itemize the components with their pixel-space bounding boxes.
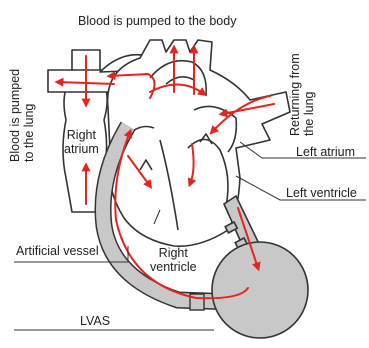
- lvas-pump: [212, 242, 308, 338]
- label-left-ventricle: Left ventricle: [286, 186, 357, 200]
- label-right-atrium-line2: atrium: [64, 142, 99, 156]
- label-left-atrium: Left atrium: [296, 145, 355, 159]
- label-artificial-vessel: Artificial vessel: [16, 244, 99, 258]
- label-right-ventricle-line1: Right: [150, 246, 197, 260]
- label-right-atrium: Right atrium: [64, 128, 99, 156]
- label-returning-line2: the lung: [302, 53, 316, 136]
- label-blood-to-lung: Blood is pumped to the lung: [8, 69, 36, 162]
- label-blood-to-lung-line2: to the lung: [22, 69, 36, 162]
- label-blood-to-body: Blood is pumped to the body: [78, 14, 236, 28]
- label-blood-to-lung-line1: Blood is pumped: [8, 69, 22, 162]
- label-right-ventricle-line2: ventricle: [150, 260, 197, 274]
- label-returning-line1: Returning from: [288, 53, 302, 136]
- label-right-atrium-line1: Right: [64, 128, 99, 142]
- heart: [108, 40, 290, 246]
- label-returning-from-lung: Returning from the lung: [288, 53, 316, 136]
- label-lvas: LVAS: [80, 314, 110, 328]
- label-right-ventricle: Right ventricle: [150, 246, 197, 274]
